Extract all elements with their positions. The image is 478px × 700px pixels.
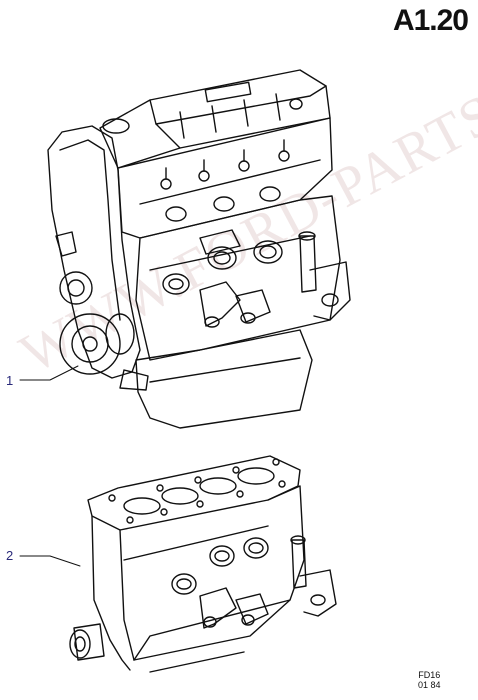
section-code: A1.20 (392, 4, 469, 37)
reference-code-line-1: FD16 (418, 670, 441, 680)
reference-code: FD16 01 84 (418, 670, 441, 690)
engine-assembly-drawing[interactable] (47, 69, 351, 429)
short-block-drawing[interactable] (69, 455, 337, 673)
callout-2-label[interactable]: 2 (6, 548, 14, 563)
callout-1-leader (19, 365, 79, 381)
callout-1-label[interactable]: 1 (6, 373, 14, 388)
reference-code-line-2: 01 84 (418, 680, 441, 690)
callout-2-leader (19, 555, 81, 567)
